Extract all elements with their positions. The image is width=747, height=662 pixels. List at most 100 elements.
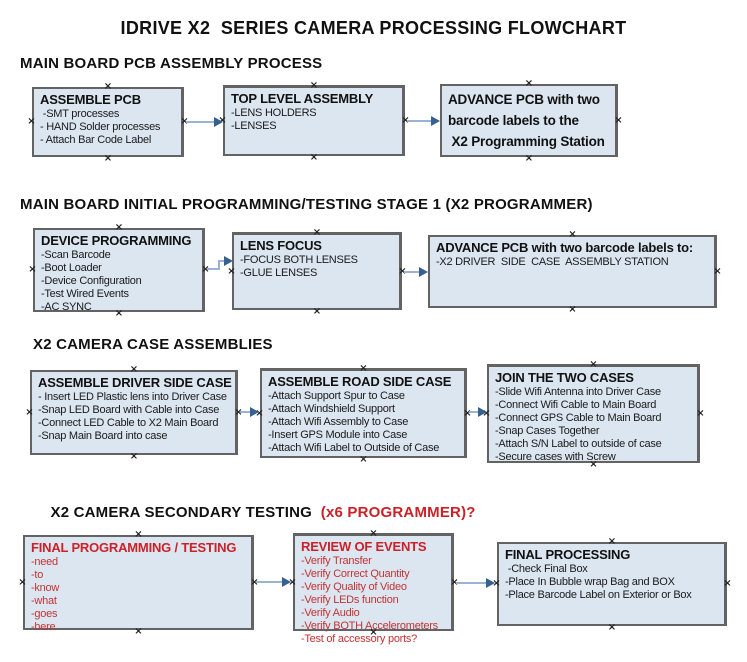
arrow-head-icon — [214, 117, 223, 127]
list-item: -Attach Support Spur to Case — [268, 390, 405, 402]
box-title: ASSEMBLE DRIVER SIDE CASE — [38, 375, 232, 390]
box-item-list: -LENS HOLDERS-LENSES — [231, 107, 398, 133]
box-title: FINAL PROGRAMMING / TESTING — [31, 540, 237, 555]
box-text-line: ADVANCE PCB with two — [448, 92, 600, 107]
resize-handle-icon[interactable] — [567, 229, 578, 240]
resize-handle-icon[interactable] — [133, 626, 144, 637]
arrow-shaft — [218, 261, 220, 270]
resize-handle-icon[interactable] — [368, 627, 379, 638]
list-item: -goes — [31, 608, 58, 620]
list-item: - Attach Bar Code Label — [40, 134, 152, 146]
flow-box-final-processing[interactable]: FINAL PROCESSING -Check Final Box-Place … — [497, 542, 727, 626]
list-item: -Verify Correct Quantity — [301, 568, 410, 580]
list-item: -what — [31, 595, 57, 607]
resize-handle-icon[interactable] — [607, 536, 618, 547]
arrow-head-icon — [250, 407, 259, 417]
box-title: TOP LEVEL ASSEMBLY — [231, 91, 374, 106]
box-text-line: X2 Programming Station — [448, 134, 605, 149]
list-item: -here — [31, 621, 56, 633]
resize-handle-icon[interactable] — [368, 528, 379, 539]
section-heading-pcb-assembly: MAIN BOARD PCB ASSEMBLY PROCESS — [20, 55, 323, 72]
resize-handle-icon[interactable] — [103, 81, 114, 92]
list-item: -Insert GPS Module into Case — [268, 429, 408, 441]
resize-handle-icon[interactable] — [567, 304, 578, 315]
flow-box-advance-pcb-programming-station[interactable]: ADVANCE PCB with two barcode labels to t… — [440, 84, 618, 157]
heading-black-part: X2 CAMERA SECONDARY TESTING — [50, 504, 313, 521]
resize-handle-icon[interactable] — [309, 80, 320, 91]
list-item: -SMT processes — [40, 108, 120, 120]
box-title: ASSEMBLE ROAD SIDE CASE — [268, 374, 452, 389]
flow-box-review-of-events[interactable]: REVIEW OF EVENTS -Verify Transfer-Verify… — [293, 533, 454, 645]
resize-handle-icon[interactable] — [26, 116, 37, 127]
arrow-shaft — [469, 411, 481, 413]
flow-box-assemble-road-side-case[interactable]: ASSEMBLE ROAD SIDE CASE -Attach Support … — [260, 368, 467, 458]
arrow-shaft — [218, 260, 225, 262]
resize-handle-icon[interactable] — [133, 529, 144, 540]
resize-handle-icon[interactable] — [524, 78, 535, 89]
arrow-head-icon — [478, 407, 487, 417]
box-item-list: -Slide Wifi Antenna into Driver Case-Con… — [495, 386, 693, 464]
resize-handle-icon[interactable] — [24, 407, 35, 418]
resize-handle-icon[interactable] — [27, 264, 38, 275]
resize-handle-icon[interactable] — [524, 153, 535, 164]
list-item: -Device Configuration — [41, 275, 142, 287]
flow-box-final-programming-testing[interactable]: FINAL PROGRAMMING / TESTING -need-to-kno… — [23, 535, 254, 633]
list-item: -Test of accessory ports? — [301, 633, 418, 645]
box-item-list: -Verify Transfer-Verify Correct Quantity… — [301, 555, 447, 646]
box-item-list: -X2 DRIVER SIDE CASE ASSEMBLY STATION — [436, 256, 710, 269]
list-item: -Place Barcode Label on Exterior or Box — [505, 589, 692, 601]
arrow-shaft — [456, 582, 489, 584]
flow-box-lens-focus[interactable]: LENS FOCUS -FOCUS BOTH LENSES-GLUE LENSE… — [232, 232, 402, 310]
resize-handle-icon[interactable] — [588, 359, 599, 370]
box-title: FINAL PROCESSING — [505, 547, 631, 562]
list-item: - HAND Solder processes — [40, 121, 161, 133]
list-item: -Attach Wifi Assembly to Case — [268, 416, 409, 428]
flow-box-top-level-assembly[interactable]: TOP LEVEL ASSEMBLY -LENS HOLDERS-LENSES — [223, 85, 405, 156]
resize-handle-icon[interactable] — [309, 152, 320, 163]
box-item-list: -SMT processes- HAND Solder processes- A… — [40, 108, 177, 147]
resize-handle-icon[interactable] — [607, 622, 618, 633]
resize-handle-icon[interactable] — [17, 577, 28, 588]
resize-handle-icon[interactable] — [358, 363, 369, 374]
flow-box-assemble-driver-side-case[interactable]: ASSEMBLE DRIVER SIDE CASE - Insert LED P… — [30, 370, 238, 455]
resize-handle-icon[interactable] — [129, 451, 140, 462]
list-item: -need — [31, 556, 58, 568]
arrow-head-icon — [431, 116, 440, 126]
arrow-shaft — [186, 121, 217, 123]
list-item: -to — [31, 569, 44, 581]
resize-handle-icon[interactable] — [312, 306, 323, 317]
resize-handle-icon[interactable] — [613, 115, 624, 126]
flow-box-device-programming[interactable]: DEVICE PROGRAMMING -Scan Barcode-Boot Lo… — [33, 228, 205, 313]
list-item: -Attach Wifi Label to Outside of Case — [268, 442, 440, 454]
resize-handle-icon[interactable] — [114, 222, 125, 233]
box-item-list: - Insert LED Plastic lens into Driver Ca… — [38, 391, 231, 443]
page-title: IDRIVE X2 SERIES CAMERA PROCESSING FLOWC… — [120, 18, 627, 38]
list-item: -Connect LED Cable to X2 Main Board — [38, 417, 219, 429]
resize-handle-icon[interactable] — [358, 454, 369, 465]
list-item: - Insert LED Plastic lens into Driver Ca… — [38, 391, 227, 403]
resize-handle-icon[interactable] — [722, 578, 733, 589]
resize-handle-icon[interactable] — [226, 266, 237, 277]
list-item: -Attach S/N Label to outside of case — [495, 438, 662, 450]
list-item: -Connect GPS Cable to Main Board — [495, 412, 662, 424]
resize-handle-icon[interactable] — [312, 227, 323, 238]
box-title: DEVICE PROGRAMMING — [41, 233, 192, 248]
flow-box-join-the-two-cases[interactable]: JOIN THE TWO CASES -Slide Wifi Antenna i… — [487, 364, 700, 463]
arrow-shaft — [404, 271, 422, 273]
resize-handle-icon[interactable] — [103, 153, 114, 164]
list-item: -Boot Loader — [41, 262, 102, 274]
resize-handle-icon[interactable] — [695, 408, 706, 419]
list-item: -Test Wired Events — [41, 288, 129, 300]
resize-handle-icon[interactable] — [462, 408, 473, 419]
resize-handle-icon[interactable] — [588, 459, 599, 470]
resize-handle-icon[interactable] — [712, 266, 723, 277]
flow-box-advance-pcb-case-assembly[interactable]: ADVANCE PCB with two barcode labels to: … — [428, 235, 717, 308]
list-item: -Verify Transfer — [301, 555, 372, 567]
flow-box-assemble-pcb[interactable]: ASSEMBLE PCB -SMT processes- HAND Solder… — [32, 87, 184, 157]
list-item: -Scan Barcode — [41, 249, 111, 261]
list-item: -Snap Main Board into case — [38, 430, 168, 442]
list-item: -know — [31, 582, 60, 594]
arrow-head-icon — [419, 267, 428, 277]
resize-handle-icon[interactable] — [129, 364, 140, 375]
resize-handle-icon[interactable] — [114, 308, 125, 319]
